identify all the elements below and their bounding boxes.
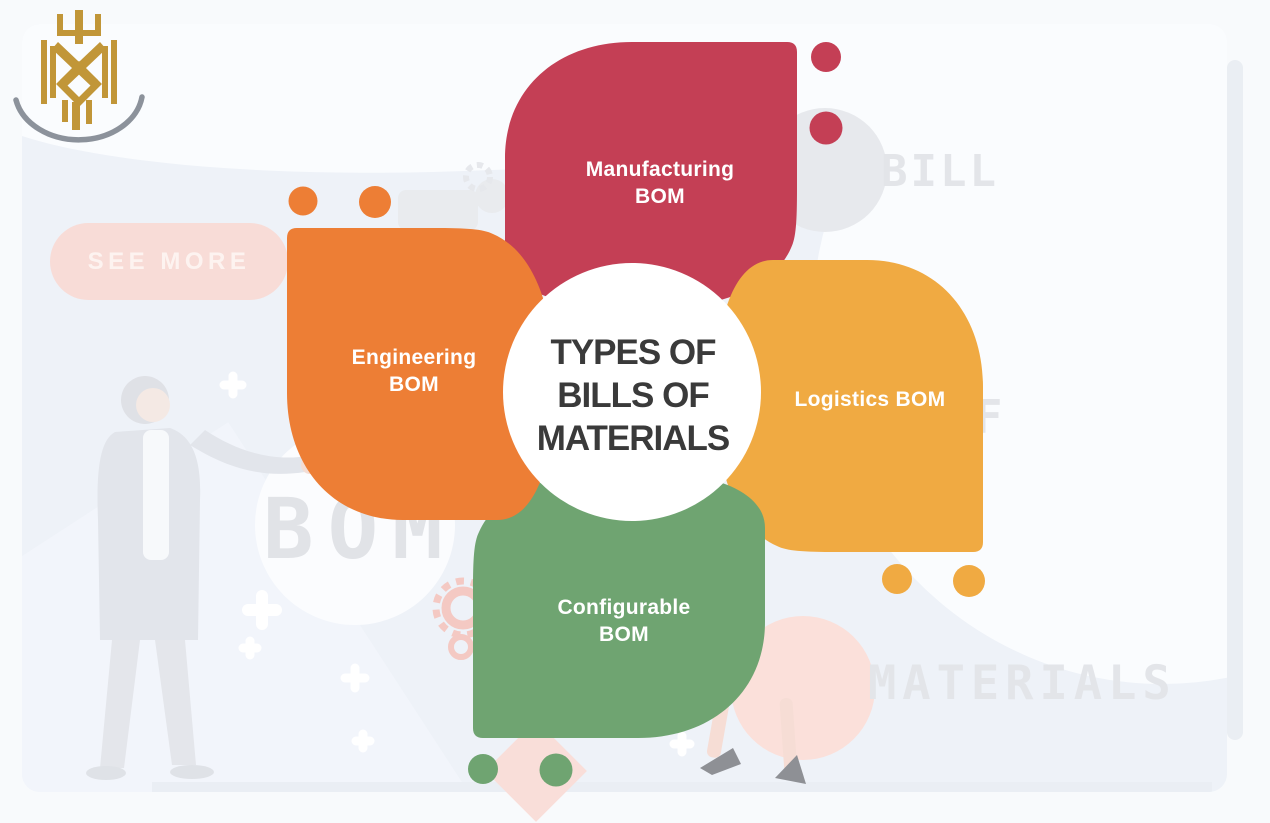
emblem-diamond	[56, 61, 102, 107]
label-engineering-line1: Engineering	[351, 346, 477, 369]
pink-backdrop-circle	[731, 616, 875, 760]
logo-arc	[13, 94, 145, 143]
label-configurable-line1: Configurable	[557, 596, 691, 619]
dot-manufacturing-2	[809, 111, 843, 145]
label-configurable-bom: Configurable BOM	[499, 594, 749, 648]
card-edge-shadow	[1227, 60, 1243, 740]
machine-icon-faded	[398, 162, 509, 230]
label-logistics-bom: Logistics BOM	[745, 386, 995, 413]
label-engineering-line2: BOM	[389, 373, 439, 396]
dot-configurable-2	[539, 753, 573, 787]
center-title: TYPES OF BILLS OF MATERIALS	[500, 331, 766, 460]
center-title-line1: TYPES OF	[550, 333, 716, 372]
dot-configurable-1	[468, 754, 498, 784]
center-circle	[503, 263, 761, 521]
see-more-button[interactable]: SEE MORE	[50, 223, 288, 300]
label-manufacturing-line2: BOM	[635, 185, 685, 208]
background-floor-line	[152, 782, 1212, 792]
center-title-line3: MATERIALS	[536, 419, 731, 458]
label-logistics-line1: Logistics BOM	[794, 388, 946, 411]
dot-manufacturing-1	[811, 42, 841, 72]
dot-engineering-2	[359, 186, 391, 218]
label-manufacturing-line1: Manufacturing	[585, 158, 735, 181]
label-engineering-bom: Engineering BOM	[289, 344, 539, 398]
dot-logistics-1	[882, 564, 912, 594]
watermark-bill-text: BILL	[881, 146, 999, 197]
dot-engineering-1	[288, 186, 318, 216]
dot-logistics-2	[953, 565, 985, 597]
label-manufacturing-bom: Manufacturing BOM	[535, 156, 785, 210]
watermark-materials-text: MATERIALS	[868, 656, 1177, 711]
label-configurable-line2: BOM	[599, 623, 649, 646]
center-title-line2: BILLS OF	[557, 376, 709, 415]
brand-logo-icon	[13, 10, 145, 143]
